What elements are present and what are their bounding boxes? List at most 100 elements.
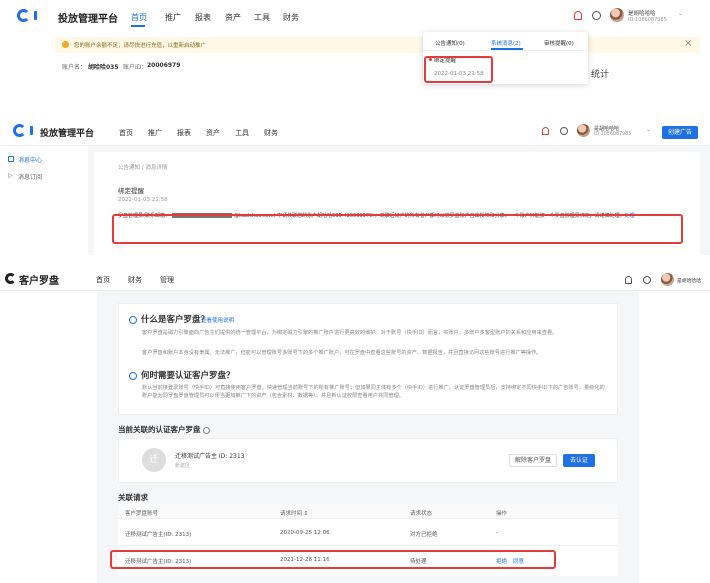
- usage-guide-link[interactable]: 查看使用说明: [201, 318, 235, 324]
- brand-title: 投放管理平台: [58, 14, 118, 25]
- intro-card: 什么是客户罗盘？ 查看使用说明 客户罗盘是磁力引擎面向广告主们提供的统一管理平台…: [118, 303, 618, 415]
- chevron-down-icon[interactable]: ⌄: [678, 10, 684, 17]
- nav-divider: [0, 145, 710, 146]
- bell-icon[interactable]: [625, 276, 632, 284]
- table-header: [118, 504, 618, 519]
- org-avatar: 迁: [142, 448, 166, 472]
- help-icon[interactable]: [560, 127, 568, 135]
- sidebar: 消息中心 ▷ 消息订阅: [0, 146, 88, 255]
- reject-link[interactable]: 拒绝: [496, 559, 508, 565]
- user-name: 是胡哈哈哈: [594, 126, 620, 132]
- nav-promotion[interactable]: 推广: [148, 129, 162, 137]
- section-current-compass-text: 当前关联的认证客户罗盘: [118, 425, 201, 434]
- q1-paragraph-2: 客户罗盘和账户本身没有隶属。无法推广，但能可以管理账号多账号下的多个推广账户，可…: [142, 350, 542, 356]
- highlight-message: [424, 56, 493, 83]
- nav-home[interactable]: 首页: [96, 276, 110, 284]
- header-time[interactable]: 请求时间 ↕: [280, 511, 309, 517]
- row-status: 待处理: [410, 559, 427, 565]
- section-current-compass: 当前关联的认证客户罗盘: [118, 424, 211, 435]
- org-sub: 账建区: [175, 463, 191, 469]
- sidebar-item-message-center[interactable]: 消息中心: [18, 157, 43, 164]
- tab-active-underline: [491, 48, 523, 50]
- close-icon[interactable]: ×: [684, 38, 693, 49]
- nav-assets[interactable]: 资产: [206, 129, 220, 137]
- help-icon[interactable]: [643, 276, 651, 284]
- avatar[interactable]: [661, 273, 674, 286]
- detail-contact-label: 联系邮箱：: [144, 213, 170, 219]
- send-icon: ▷: [8, 172, 13, 179]
- alert-bar: 您的账户余额不足，请尽快进行充值，以重新启动推广 ×: [55, 37, 700, 53]
- header-actions: 操作: [496, 511, 508, 517]
- platform-logo-bar-icon: [34, 11, 37, 20]
- compass-logo-icon: [5, 273, 16, 284]
- q2-title: 何时需要认证客户罗盘？: [129, 369, 235, 381]
- row-time: 2021-12-28 11:16: [280, 557, 330, 563]
- org-name: 迁移测试广告主 ID: 2313: [175, 453, 245, 460]
- header-status: 请求状态: [410, 511, 433, 517]
- message-title[interactable]: 绑定提醒: [434, 58, 457, 64]
- header-account: 客户罗盘账号: [125, 511, 159, 517]
- platform-logo-icon: [13, 124, 26, 137]
- detail-title: 绑定提醒: [118, 187, 144, 195]
- q1-title-text: 什么是客户罗盘？: [141, 315, 210, 325]
- q1-paragraph-1: 客户罗盘是磁力引擎面向广告主们提供的统一管理平台，为绑定磁力引擎的推广账户进行更…: [142, 330, 558, 336]
- table-row: [118, 520, 618, 546]
- nav-assets[interactable]: 资产: [225, 13, 241, 22]
- nav-home-underline: [131, 25, 145, 27]
- nav-tools[interactable]: 工具: [235, 129, 249, 137]
- chevron-down-icon[interactable]: ⌄: [646, 126, 652, 133]
- tab-review-reminders[interactable]: 审核提醒(0): [544, 41, 574, 47]
- platform-logo-icon: [17, 9, 30, 22]
- highlight-detail: [112, 214, 683, 244]
- sidebar-item-subscriptions[interactable]: 消息订阅: [18, 174, 43, 181]
- nav-finance[interactable]: 财务: [283, 13, 299, 22]
- nav-tools[interactable]: 工具: [254, 13, 270, 22]
- nav-home[interactable]: 首页: [131, 13, 147, 22]
- clock-icon: [129, 371, 137, 380]
- nav-home[interactable]: 首页: [119, 129, 133, 137]
- unbind-compass-button[interactable]: 解除客户罗盘: [509, 454, 557, 467]
- brand-title: 客户罗盘: [19, 276, 59, 287]
- bell-icon[interactable]: [542, 127, 549, 135]
- create-ad-button[interactable]: 创建广告: [662, 126, 698, 139]
- detail-time: 2022-01-03 21:58: [118, 197, 168, 203]
- nav-promotion[interactable]: 推广: [165, 13, 181, 22]
- bell-icon[interactable]: [574, 11, 582, 20]
- detail-email: @kuaishou.com: [233, 213, 274, 219]
- accept-link[interactable]: 同意: [513, 559, 525, 565]
- check-circle-icon: [129, 315, 137, 324]
- inbox-icon: [8, 156, 14, 162]
- user-name: 是胡哈哈哈: [628, 11, 656, 17]
- nav-finance[interactable]: 财务: [264, 129, 278, 137]
- row-status: 对方已拒绝: [410, 532, 438, 538]
- panel-2: 投放管理平台 首页 推广 报表 资产 工具 财务 是胡哈哈哈 ID:108608…: [0, 115, 710, 255]
- info-icon: [203, 426, 211, 434]
- process-link[interactable]: 处理: [624, 213, 635, 219]
- nav-finance[interactable]: 财务: [128, 276, 142, 284]
- row-time: 2020-09-25 12:06: [280, 530, 330, 536]
- org-card: 迁 迁移测试广告主 ID: 2313 账建区 解除客户罗盘 去认证: [118, 438, 618, 483]
- platform-logo-bar-icon: [30, 126, 33, 135]
- row-op: -: [496, 530, 498, 536]
- avatar[interactable]: [610, 8, 624, 22]
- highlight-pending-row: [110, 550, 556, 569]
- nav-report[interactable]: 报表: [195, 13, 211, 22]
- avatar[interactable]: [577, 124, 590, 137]
- help-icon[interactable]: [592, 11, 601, 20]
- user-name: 是胡哈哈哈: [677, 279, 701, 284]
- brand-title: 投放管理平台: [40, 129, 95, 139]
- go-verify-button[interactable]: 去认证: [563, 454, 595, 467]
- notification-dropdown: 公告通知(0) 系统消息(2) 审核提醒(0) 绑定提醒 2022-01-03 …: [423, 32, 588, 84]
- row-account: 迁移测试广告主(ID: 2313): [125, 559, 192, 565]
- nav-report[interactable]: 报表: [177, 129, 191, 137]
- q1-title: 什么是客户罗盘？: [129, 313, 209, 325]
- tab-system-messages[interactable]: 系统消息(2): [491, 41, 521, 47]
- nav-manage[interactable]: 管理: [160, 276, 174, 284]
- warning-icon: [62, 41, 69, 48]
- breadcrumb[interactable]: 公告通知 / 消息详情: [118, 165, 168, 171]
- panel-1: 投放管理平台 首页 推广 报表 资产 工具 财务 是胡哈哈哈 ID:108608…: [0, 0, 710, 84]
- section-requests: 关联请求: [118, 493, 148, 502]
- request-table: 客户罗盘账号 请求时间 ↕ 请求状态 操作 迁移测试广告主(ID: 2313) …: [118, 504, 618, 576]
- q2-paragraph: 默认当前接登录账号（快手ID）可直接使用客户罗盘，快速管理当前账号下的所有推广账…: [142, 385, 605, 399]
- tab-announcements[interactable]: 公告通知(0): [435, 41, 465, 47]
